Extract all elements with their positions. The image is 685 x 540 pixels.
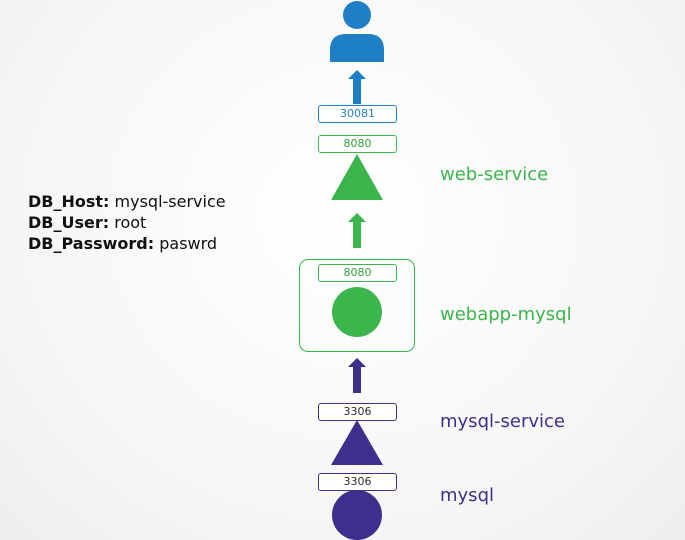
mysql-service-label: mysql-service: [440, 411, 565, 432]
mysql-pod-circle-icon: [332, 490, 382, 540]
web-service-port-box: 8080: [318, 135, 397, 153]
arrow-up-icon: [348, 70, 366, 104]
env-vars-block: DB_Host: mysql-service DB_User: root DB_…: [28, 191, 226, 254]
webapp-port-box: 8080: [318, 264, 397, 282]
env-value: root: [114, 213, 147, 232]
env-row-db-user: DB_User: root: [28, 212, 226, 233]
node-port-box: 30081: [318, 105, 397, 123]
user-icon: [330, 1, 384, 62]
webapp-pod-circle-icon: [332, 287, 382, 337]
webapp-pod-box: [299, 259, 415, 352]
env-value: paswrd: [159, 234, 218, 253]
arrow-up-icon: [348, 213, 366, 248]
mysql-service-port-box: 3306: [318, 403, 397, 421]
env-value: mysql-service: [114, 192, 226, 211]
web-service-label: web-service: [440, 164, 549, 185]
env-row-db-password: DB_Password: paswrd: [28, 233, 226, 254]
mysql-service-triangle-icon: [331, 420, 383, 465]
env-row-db-host: DB_Host: mysql-service: [28, 191, 226, 212]
web-service-triangle-icon: [331, 154, 383, 200]
env-key: DB_User:: [28, 213, 110, 232]
webapp-pod-label: webapp-mysql: [440, 304, 572, 325]
mysql-pod-label: mysql: [440, 485, 494, 506]
env-key: DB_Password:: [28, 234, 155, 253]
env-key: DB_Host:: [28, 192, 110, 211]
arrow-up-icon: [348, 358, 366, 393]
